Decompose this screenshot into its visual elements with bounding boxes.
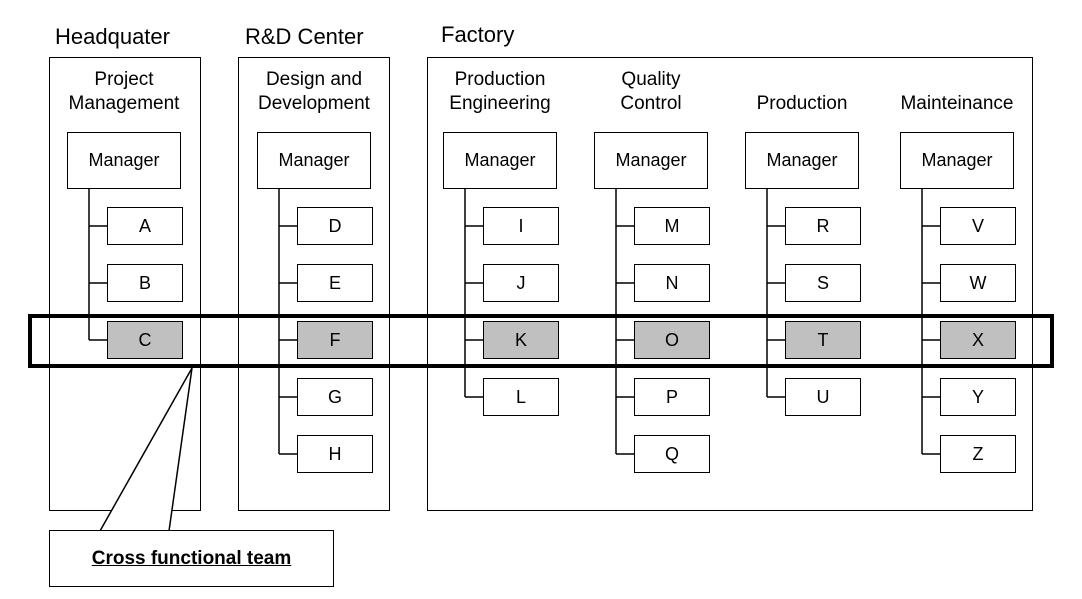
rd-center-title: R&D Center — [245, 24, 364, 49]
member-label: G — [327, 386, 342, 407]
member-label: L — [515, 386, 526, 407]
member-box-u: U — [785, 378, 861, 416]
dept-name-quality-control: Quality Control — [620, 69, 682, 114]
member-box-w: W — [940, 264, 1016, 302]
member-label: V — [971, 215, 984, 236]
member-label: E — [328, 272, 341, 293]
manager-label: Manager — [464, 150, 536, 170]
member-box-v: V — [940, 207, 1016, 245]
member-label: H — [328, 443, 342, 464]
member-label: O — [664, 329, 679, 350]
rd-center-frame — [238, 57, 390, 511]
member-label: P — [665, 386, 678, 407]
manager-label: Manager — [278, 150, 350, 170]
member-label: Z — [972, 443, 984, 464]
member-box-m: M — [634, 207, 710, 245]
member-box-l: L — [483, 378, 559, 416]
dept-name-mainteinance: Mainteinance — [900, 93, 1014, 114]
manager-box-quality-control: Manager — [594, 132, 708, 189]
member-box-f: F — [297, 321, 373, 359]
member-box-i: I — [483, 207, 559, 245]
manager-box-design-and-development: Manager — [257, 132, 371, 189]
member-label: T — [817, 329, 829, 350]
manager-label: Manager — [766, 150, 838, 170]
member-label: M — [664, 215, 680, 236]
member-box-b: B — [107, 264, 183, 302]
member-box-j: J — [483, 264, 559, 302]
member-box-c: C — [107, 321, 183, 359]
factory-title: Factory — [441, 22, 515, 47]
member-label: J — [516, 272, 526, 293]
member-label: W — [969, 272, 987, 293]
manager-box-production: Manager — [745, 132, 859, 189]
dept-name-project-management: Project Management — [68, 69, 180, 114]
member-box-d: D — [297, 207, 373, 245]
cross-functional-team-label: Cross functional team — [91, 547, 292, 569]
dept-name-production: Production — [756, 93, 848, 114]
member-box-y: Y — [940, 378, 1016, 416]
member-box-z: Z — [940, 435, 1016, 473]
member-label: I — [518, 215, 524, 236]
member-label: Q — [664, 443, 679, 464]
member-box-q: Q — [634, 435, 710, 473]
cross-functional-team-callout: Cross functional team — [49, 530, 334, 587]
member-label: C — [138, 329, 152, 350]
member-label: X — [971, 329, 984, 350]
member-label: B — [138, 272, 151, 293]
manager-box-project-management: Manager — [67, 132, 181, 189]
member-box-h: H — [297, 435, 373, 473]
member-label: A — [138, 215, 151, 236]
member-box-a: A — [107, 207, 183, 245]
member-label: S — [816, 272, 829, 293]
manager-label: Manager — [88, 150, 160, 170]
member-label: N — [665, 272, 679, 293]
member-box-p: P — [634, 378, 710, 416]
dept-name-design-and-development: Design and Development — [258, 69, 370, 114]
member-box-e: E — [297, 264, 373, 302]
member-label: U — [816, 386, 830, 407]
headquarter-title: Headquater — [55, 24, 170, 49]
member-label: K — [514, 329, 527, 350]
member-box-t: T — [785, 321, 861, 359]
manager-label: Manager — [921, 150, 993, 170]
member-box-x: X — [940, 321, 1016, 359]
factory-frame — [427, 57, 1033, 511]
member-box-o: O — [634, 321, 710, 359]
member-box-n: N — [634, 264, 710, 302]
member-label: D — [328, 215, 342, 236]
dept-name-production-engineering: Production Engineering — [449, 69, 551, 114]
manager-label: Manager — [615, 150, 687, 170]
member-label: Y — [971, 386, 984, 407]
member-box-s: S — [785, 264, 861, 302]
member-box-g: G — [297, 378, 373, 416]
member-label: F — [329, 329, 341, 350]
member-box-r: R — [785, 207, 861, 245]
member-box-k: K — [483, 321, 559, 359]
member-label: R — [816, 215, 830, 236]
manager-box-mainteinance: Manager — [900, 132, 1014, 189]
manager-box-production-engineering: Manager — [443, 132, 557, 189]
